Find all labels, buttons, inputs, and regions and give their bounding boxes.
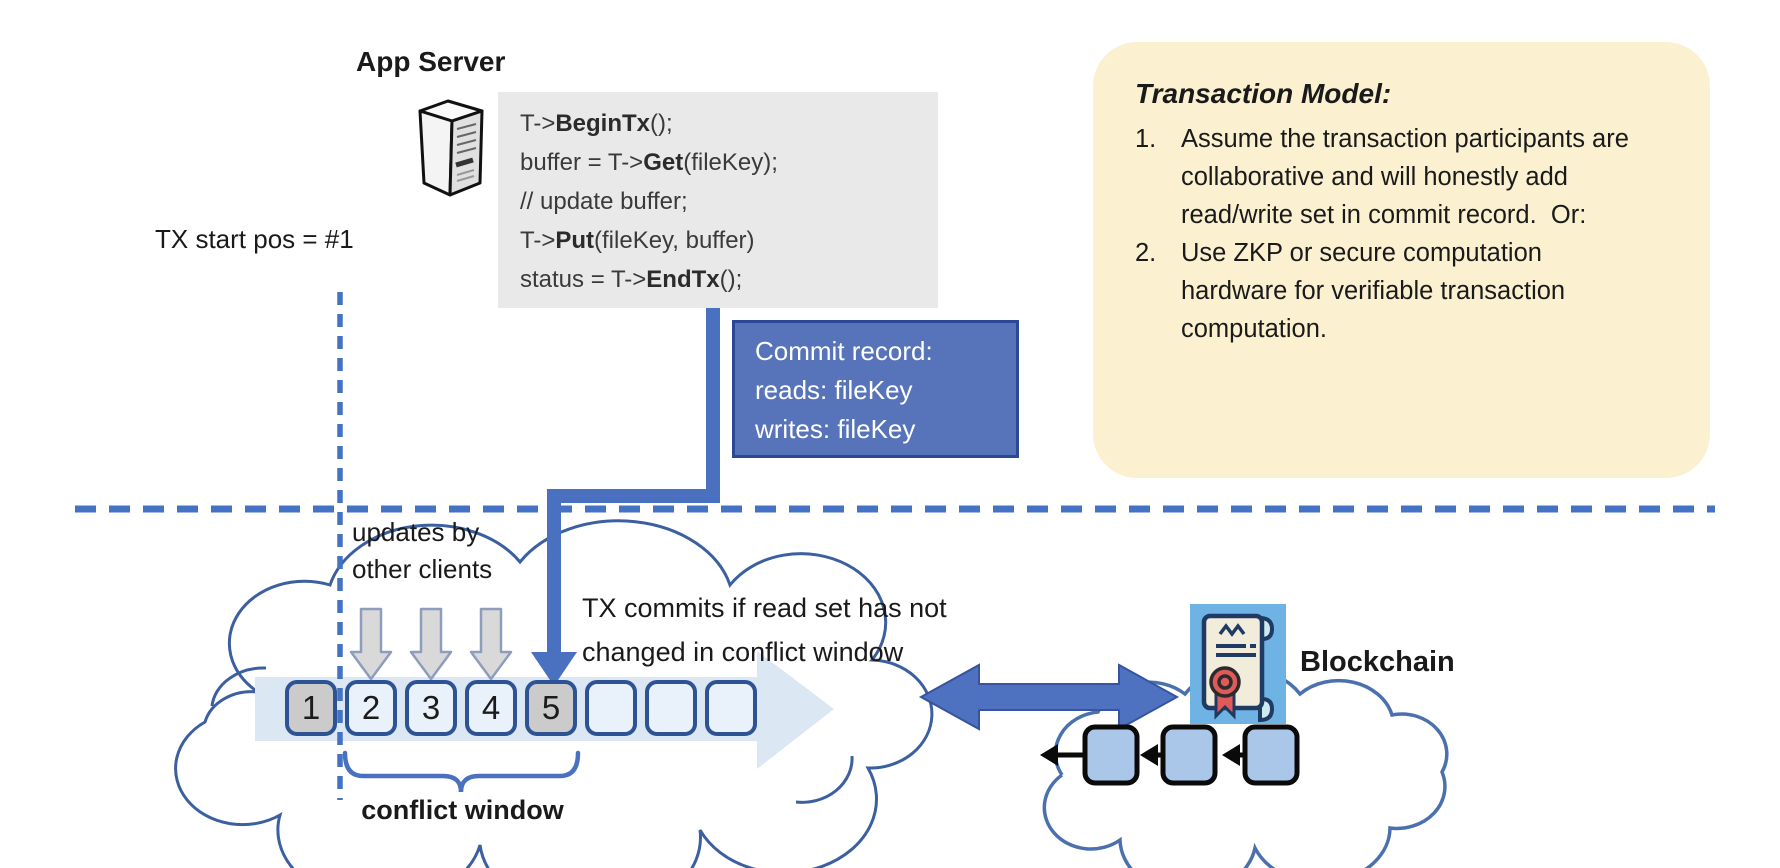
- code-segment: Get: [643, 149, 684, 176]
- commit-record-box: Commit record: reads: fileKey writes: fi…: [732, 320, 1019, 458]
- code-segment: ();: [650, 110, 673, 137]
- blockchain-label: Blockchain: [1300, 646, 1455, 678]
- commit-record-line: Commit record:: [755, 336, 933, 366]
- blockchain-blocks: [1040, 724, 1300, 786]
- code-segment: // update buffer;: [520, 188, 688, 215]
- code-segment: BeginTx: [555, 110, 651, 137]
- timeline-slot-5: 5: [525, 680, 577, 736]
- transaction-model-item: 1. Assume the transaction participants a…: [1135, 120, 1670, 234]
- code-segment: buffer = T->: [520, 149, 644, 176]
- certificate-icon: [1190, 604, 1286, 724]
- commit-record-line: reads: fileKey: [755, 375, 913, 405]
- code-segment: ();: [719, 266, 743, 293]
- timeline-slot-row: 1 2 3 4 5: [285, 680, 757, 736]
- commit-record-line: writes: fileKey: [755, 414, 916, 444]
- commit-elbow-arrow: [531, 306, 720, 686]
- code-segment: EndTx: [646, 266, 720, 293]
- code-segment: (fileKey, buffer): [594, 227, 755, 254]
- timeline-slot-3: 3: [405, 680, 457, 736]
- timeline-slot-4: 4: [465, 680, 517, 736]
- transaction-model-title: Transaction Model:: [1135, 78, 1392, 109]
- conflict-window-label: conflict window: [361, 795, 564, 825]
- code-segment: (fileKey);: [683, 149, 778, 176]
- tx-start-pos-label: TX start pos = #1: [155, 224, 354, 254]
- code-segment: status = T->: [520, 266, 647, 293]
- item-number: 2.: [1135, 239, 1157, 267]
- server-icon: [418, 99, 484, 197]
- timeline-slot-2: 2: [345, 680, 397, 736]
- timeline-slot-6: [585, 680, 637, 736]
- tx-commits-label: TX commits if read set has not changed i…: [582, 593, 947, 667]
- code-line: // update buffer;: [520, 182, 938, 221]
- code-segment: Put: [555, 227, 595, 254]
- gray-down-arrow: [349, 607, 513, 681]
- item-text: Assume the transaction participants are …: [1181, 125, 1636, 229]
- code-line: T->Put(fileKey, buffer): [520, 221, 938, 260]
- item-text: Use ZKP or secure computation hardware f…: [1181, 239, 1573, 343]
- timeline-slot-7: [645, 680, 697, 736]
- code-line: buffer = T->Get(fileKey);: [520, 143, 938, 182]
- updates-by-other-clients-label: updates by other clients: [352, 517, 493, 584]
- timeline-slot-8: [705, 680, 757, 736]
- transaction-model-item: 2. Use ZKP or secure computation hardwar…: [1135, 234, 1670, 348]
- transaction-code-block: T->BeginTx(); buffer = T->Get(fileKey); …: [498, 92, 938, 308]
- code-segment: T->: [520, 227, 556, 254]
- code-line: T->BeginTx();: [520, 104, 938, 143]
- double-headed-arrow: [918, 663, 1180, 731]
- timeline-slot-1: 1: [285, 680, 337, 736]
- transaction-model-note: Transaction Model: 1. Assume the transac…: [1093, 42, 1710, 478]
- app-server-title: App Server: [356, 46, 506, 77]
- item-number: 1.: [1135, 125, 1157, 153]
- code-line: status = T->EndTx();: [520, 260, 938, 299]
- code-segment: T->: [520, 110, 556, 137]
- conflict-window-brace: [342, 750, 581, 793]
